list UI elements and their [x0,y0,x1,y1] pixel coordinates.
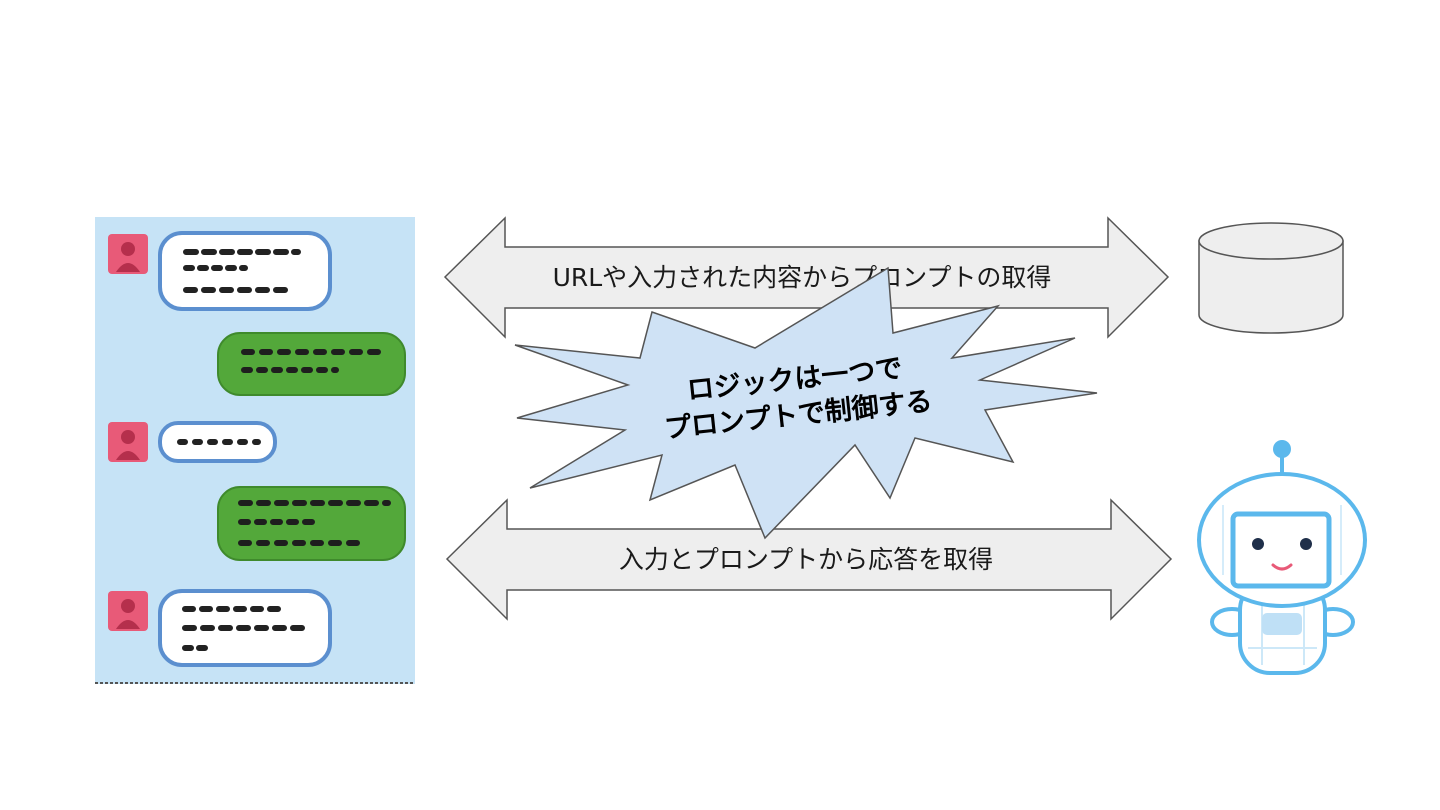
explosion-callout [514,266,1098,540]
outgoing-message-bubble [217,332,406,396]
incoming-message-bubble [158,421,277,463]
incoming-message-bubble [158,231,332,311]
top-arrow-label: URLや入力された内容からプロンプトの取得 [553,263,1052,292]
robot-ai-icon [1197,440,1367,675]
bottom-arrow-label: 入力とプロンプトから応答を取得 [619,545,993,574]
bottom-double-arrow [445,498,1173,621]
avatar-icon [108,591,148,631]
top-double-arrow [443,216,1170,339]
incoming-message-bubble [158,589,332,667]
avatar-icon [108,422,148,462]
database-cylinder-icon [1198,222,1344,334]
outgoing-message-bubble [217,486,406,561]
chat-screen-icon [95,217,415,684]
avatar-icon [108,234,148,274]
